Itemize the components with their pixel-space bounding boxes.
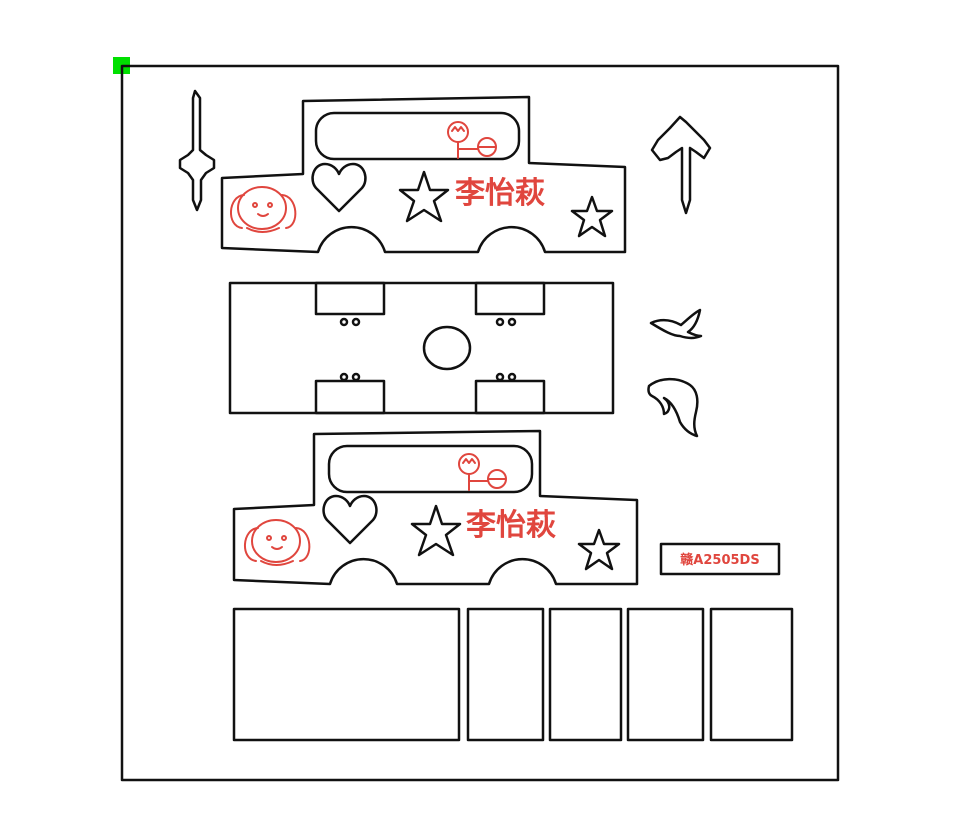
center-hole [422,325,472,371]
axle-hole [507,317,517,327]
cartoon-face-icon [447,121,497,159]
pixel-arrow-up-icon [650,115,712,215]
board-outline [120,64,840,782]
name-text: 李怡萩 [455,176,545,211]
axle-hole [495,372,505,382]
heart-icon [311,162,367,213]
axle-hole [351,372,361,382]
car-side-panel-lower: 李怡萩 [232,429,639,586]
window-cutout [314,111,521,161]
plate-text: 赣A2505DS [680,552,759,568]
axle-hole [339,317,349,327]
bird-icon [649,308,703,340]
roof-panel [232,607,461,742]
strip-panel [548,607,623,742]
bunny-icon [244,519,311,566]
strip-panel [626,607,705,742]
bunny-icon [230,186,297,233]
strip-panel [466,607,545,742]
car-side-panel-upper: 李怡萩 [220,95,627,254]
star-icon [577,528,621,571]
strip-panel [709,607,794,742]
axle-hole [351,317,361,327]
sword-icon [178,89,216,212]
star-icon [410,504,462,557]
star-icon [570,195,614,238]
axle-hole [495,317,505,327]
star-icon [398,170,450,223]
name-text: 李怡萩 [466,508,556,543]
license-plate: 赣A2505DS [659,542,781,576]
slot-cutout [474,281,546,316]
axle-hole [339,372,349,382]
axle-hole [507,372,517,382]
car-base-panel [228,281,615,415]
window-cutout [327,444,534,494]
slot-cutout [474,379,546,415]
dolphin-icon [647,377,699,438]
heart-icon [322,494,378,545]
slot-cutout [314,281,386,316]
slot-cutout [314,379,386,415]
cartoon-face-icon [458,453,507,491]
